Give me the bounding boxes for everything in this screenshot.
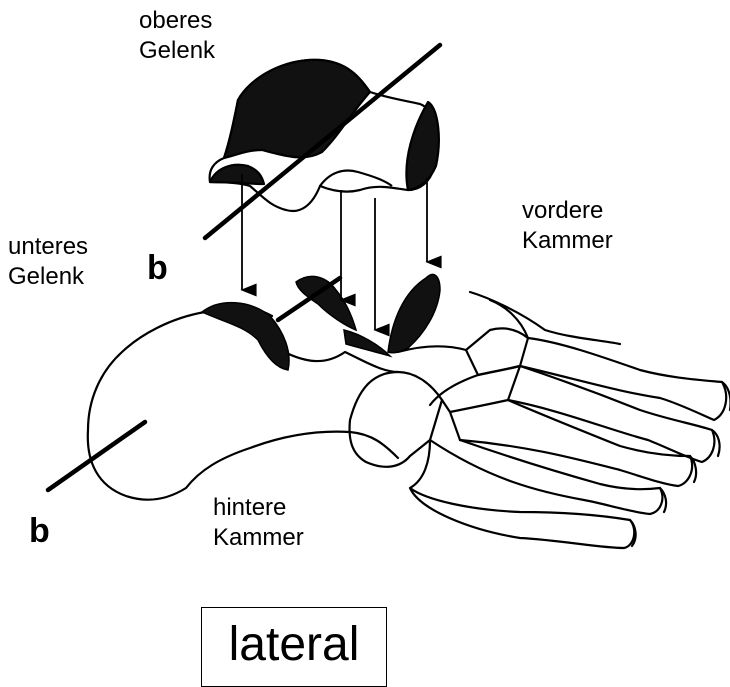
cuneiform-2 [450, 366, 520, 412]
axis-label-b-bottom: b [29, 513, 50, 549]
talus [210, 60, 439, 211]
cuneiform-3 [442, 400, 460, 440]
toe-ends [630, 382, 730, 546]
label-front-chamber: vordere Kammer [522, 196, 613, 256]
metatarsal-4 [430, 440, 662, 514]
axis-label-b-top: b [147, 250, 168, 286]
view-label: lateral [202, 616, 386, 674]
navicular-outline [398, 346, 478, 405]
view-label-box: lateral [201, 607, 387, 687]
axis-line-lower-heel [48, 422, 145, 490]
cuboid-outline [350, 372, 442, 467]
metatarsal-1 [520, 338, 726, 420]
metatarsal-5 [410, 440, 634, 548]
toes-upper [470, 292, 620, 344]
label-rear-chamber: hintere Kammer [213, 493, 304, 553]
label-upper-joint: oberes Gelenk [139, 6, 215, 66]
calcaneus-posterior-facet [202, 303, 289, 370]
label-lower-joint: unteres Gelenk [8, 232, 88, 292]
calcaneus-anterior-facet [344, 330, 390, 356]
navicular-facet [388, 274, 440, 352]
